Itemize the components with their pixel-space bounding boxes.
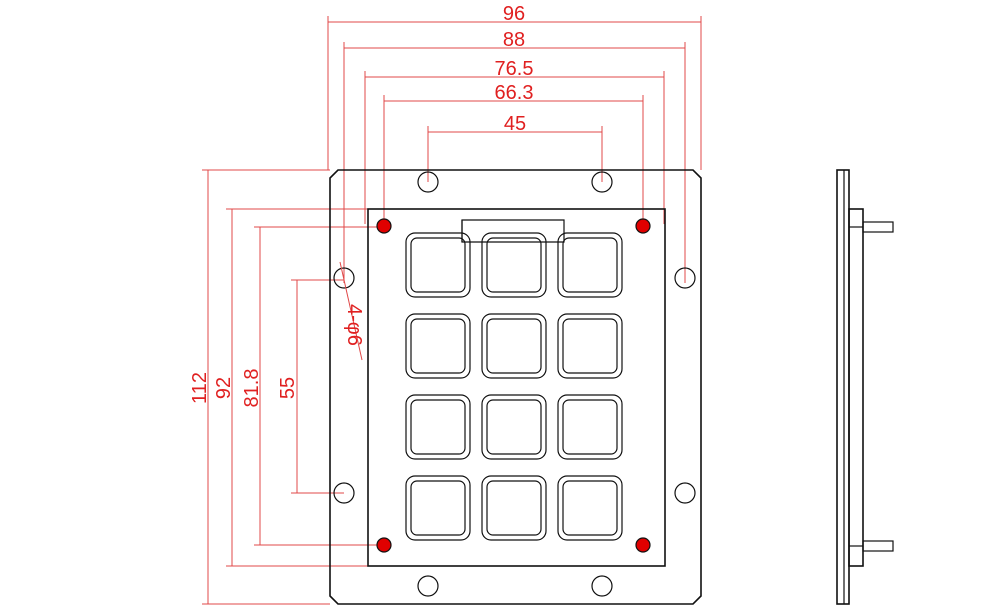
key-outline (405, 232, 471, 298)
outer-plate (329, 169, 702, 605)
key-inner (486, 480, 542, 536)
key-inner (410, 480, 466, 536)
key-outline (557, 313, 623, 379)
key-outline (481, 313, 547, 379)
vertical-dimensions: 112 92 81.8 55 (189, 169, 384, 605)
dim-label-76-5: 76.5 (495, 58, 534, 80)
side-plate (836, 169, 850, 605)
mount-hole (417, 171, 439, 193)
key-inner (562, 399, 618, 455)
side-stud-bottom (862, 540, 894, 552)
key-outline (557, 394, 623, 460)
key-grid (405, 232, 623, 541)
dim-label-96: 96 (503, 3, 525, 25)
key-inner (410, 399, 466, 455)
key-outline (481, 394, 547, 460)
side-stud-top (862, 221, 894, 233)
dim-label-66-3: 66.3 (495, 82, 534, 104)
hole-callout-label: 4-φ6 (343, 304, 365, 346)
dim-label-81-8: 81.8 (241, 369, 263, 408)
stud-hole-red (635, 537, 651, 553)
key-inner (486, 318, 542, 374)
key-outline (481, 232, 547, 298)
hole-callout-leader (339, 261, 363, 361)
key-outline (557, 232, 623, 298)
mount-hole (674, 267, 696, 289)
dim-label-92: 92 (213, 377, 235, 399)
horizontal-dimensions: 96 88 76.5 66.3 45 (327, 3, 702, 283)
dim-label-112: 112 (189, 372, 211, 404)
dim-label-55: 55 (277, 377, 299, 399)
mount-hole (333, 482, 355, 504)
top-slot (461, 219, 565, 243)
key-outline (405, 475, 471, 541)
mount-hole (591, 575, 613, 597)
key-inner (486, 399, 542, 455)
key-inner (410, 237, 466, 293)
dim-label-45: 45 (504, 113, 526, 135)
mount-hole (417, 575, 439, 597)
stud-hole-red (376, 537, 392, 553)
mount-hole (591, 171, 613, 193)
side-view (836, 169, 894, 605)
key-inner (562, 480, 618, 536)
front-view: 4-φ6 (329, 169, 702, 605)
key-outline (481, 475, 547, 541)
side-panel (848, 208, 864, 567)
key-outline (405, 313, 471, 379)
dim-label-88: 88 (503, 29, 525, 51)
key-inner (410, 318, 466, 374)
key-outline (557, 475, 623, 541)
mount-hole (674, 482, 696, 504)
keypad-panel (367, 208, 666, 567)
key-inner (562, 237, 618, 293)
key-inner (562, 318, 618, 374)
stud-hole-red (376, 218, 392, 234)
key-outline (405, 394, 471, 460)
mount-hole (333, 267, 355, 289)
key-inner (486, 237, 542, 293)
stud-hole-red (635, 218, 651, 234)
